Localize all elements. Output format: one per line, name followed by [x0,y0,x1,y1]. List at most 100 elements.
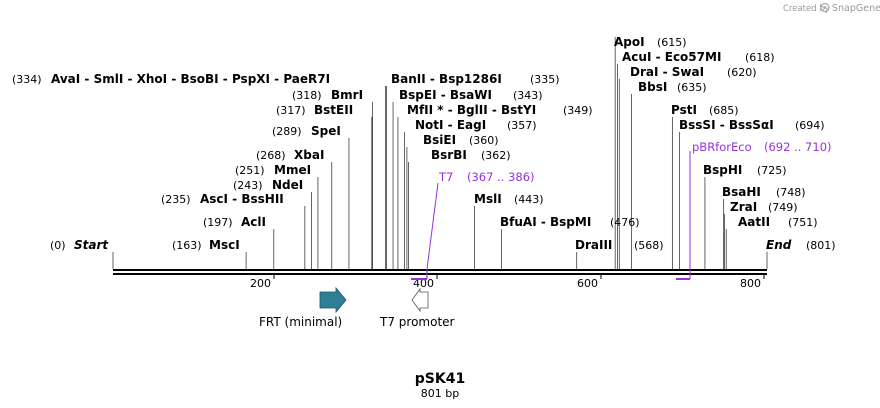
site-pos: (694) [795,119,825,132]
primer-pbrforeco[interactable]: pBRforEco (692 .. 710) [676,140,832,280]
site-mslI[interactable]: MslI (443) [474,192,544,206]
site-name: SpeI [311,124,341,138]
site-name: AvaI - SmlI - XhoI - BsoBI - PspXI - Pae… [51,72,330,86]
primer-pbrforeco-range: (692 .. 710) [764,140,832,154]
site-name: MfII * - BglII - BstYI [407,103,536,117]
site-draI[interactable]: DraI - SwaI (620) [630,65,757,79]
reverse-arrow-icon [411,287,429,313]
site-name: BfuAI - BspMI [500,215,591,229]
site-avaI-group[interactable]: (334) AvaI - SmlI - XhoI - BsoBI - PspXI… [12,72,330,86]
feature-frt-minimal[interactable]: FRT (minimal) [259,286,347,329]
site-end[interactable]: End (801) [766,238,836,252]
primer-t7-leader [426,182,439,270]
site-mscI[interactable]: (163) MscI [172,238,240,252]
site-ascI[interactable]: (235) AscI - BssHII [161,192,284,206]
site-pos: (335) [530,73,560,86]
site-pos: (620) [727,66,757,79]
site-bspHI[interactable]: BspHI (725) [703,163,787,177]
site-name: BssSI - BssSαI [679,118,774,132]
site-name: MmeI [274,163,311,177]
site-pos: (360) [469,134,499,147]
site-name: DraI - SwaI [630,65,704,79]
site-pos: (362) [481,149,511,162]
site-start[interactable]: (0) Start [50,238,109,252]
site-name: BsaHI [722,185,761,199]
site-speI[interactable]: (289) SpeI [272,124,341,138]
site-pos: (725) [757,164,787,177]
site-name: BanII - Bsp1286I [391,72,502,86]
credit-brand: SnapGene [832,3,880,14]
site-pos: (289) [272,125,302,138]
site-name: BsrBI [431,148,467,162]
primer-pbrforeco-name: pBRforEco [692,140,752,154]
site-name: AscI - BssHII [200,192,284,206]
site-pos: (801) [806,239,836,252]
site-pos: (243) [233,179,263,192]
site-bsrBI[interactable]: BsrBI (362) [431,148,511,162]
snapgene-logo-icon [820,2,830,13]
site-connector-lines [112,37,768,269]
feature-t7-promoter[interactable]: T7 promoter [379,287,455,329]
site-name: MscI [209,238,240,252]
primer-t7[interactable]: T7 (367 .. 386) [411,170,535,280]
site-banII[interactable]: BanII - Bsp1286I (335) [391,72,560,86]
site-pos: (618) [745,51,775,64]
site-draIII[interactable]: DraIII (568) [575,238,664,252]
site-pos: (235) [161,193,191,206]
site-pos: (251) [235,164,265,177]
site-pos: (443) [514,193,544,206]
site-name: DraIII [575,238,612,252]
site-pos: (685) [709,104,739,117]
site-bstEII[interactable]: (317) BstEII [276,103,353,117]
site-pos: (268) [256,149,286,162]
primer-t7-range: (367 .. 386) [467,170,535,184]
site-pos: (0) [50,239,66,252]
site-zraI[interactable]: ZraI (749) [730,200,798,214]
site-pos: (749) [768,201,798,214]
site-aclI[interactable]: (197) AclI [203,215,266,229]
site-name: BbsI [638,80,667,94]
credit-prefix: Created by [783,4,830,14]
site-name: ApoI [614,35,645,49]
site-mmeI[interactable]: (251) MmeI [235,163,311,177]
primer-t7-name: T7 [438,170,453,184]
site-name: NdeI [272,178,303,192]
site-bsaHI[interactable]: BsaHI (748) [722,185,806,199]
site-pos: (476) [610,216,640,229]
tick-label-600: 600 [577,277,598,290]
site-name: AcuI - Eco57MI [622,50,721,64]
site-acuI[interactable]: AcuI - Eco57MI (618) [622,50,775,64]
site-pos: (635) [677,81,707,94]
scale-ticks: 200 400 600 800 [250,274,765,290]
site-name: BspEI - BsaWI [399,88,492,102]
site-pos: (317) [276,104,306,117]
site-pos: (748) [776,186,806,199]
site-name: ZraI [730,200,757,214]
site-bspEI[interactable]: BspEI - BsaWI (343) [399,88,543,102]
site-bssSI[interactable]: BssSI - BssSαI (694) [679,118,825,132]
site-aatII[interactable]: AatII (751) [738,215,818,229]
site-bbsI[interactable]: BbsI (635) [638,80,707,94]
site-pos: (163) [172,239,202,252]
site-pos: (615) [657,36,687,49]
site-bfuAI[interactable]: BfuAI - BspMI (476) [500,215,640,229]
site-bmrI[interactable]: (318) BmrI [292,88,363,102]
site-name: BspHI [703,163,742,177]
site-pos: (349) [563,104,593,117]
site-name: BstEII [314,103,353,117]
tick-label-400: 400 [413,277,434,290]
site-ndeI[interactable]: (243) NdeI [233,178,303,192]
site-name: Start [74,238,109,252]
site-apoI[interactable]: ApoI (615) [614,35,687,49]
site-pstI[interactable]: PstI (685) [671,103,739,117]
site-xbaI[interactable]: (268) XbaI [256,148,324,162]
site-pos: (751) [788,216,818,229]
site-notI[interactable]: NotI - EagI (357) [415,118,537,132]
site-pos: (197) [203,216,233,229]
restriction-site-labels: (0) Start (163) MscI (197) AclI (235) As… [12,35,836,252]
site-bsiEI[interactable]: BsiEI (360) [423,133,499,147]
site-mflI[interactable]: MfII * - BglII - BstYI (349) [407,103,593,117]
tick-label-200: 200 [250,277,271,290]
site-name: BmrI [331,88,363,102]
